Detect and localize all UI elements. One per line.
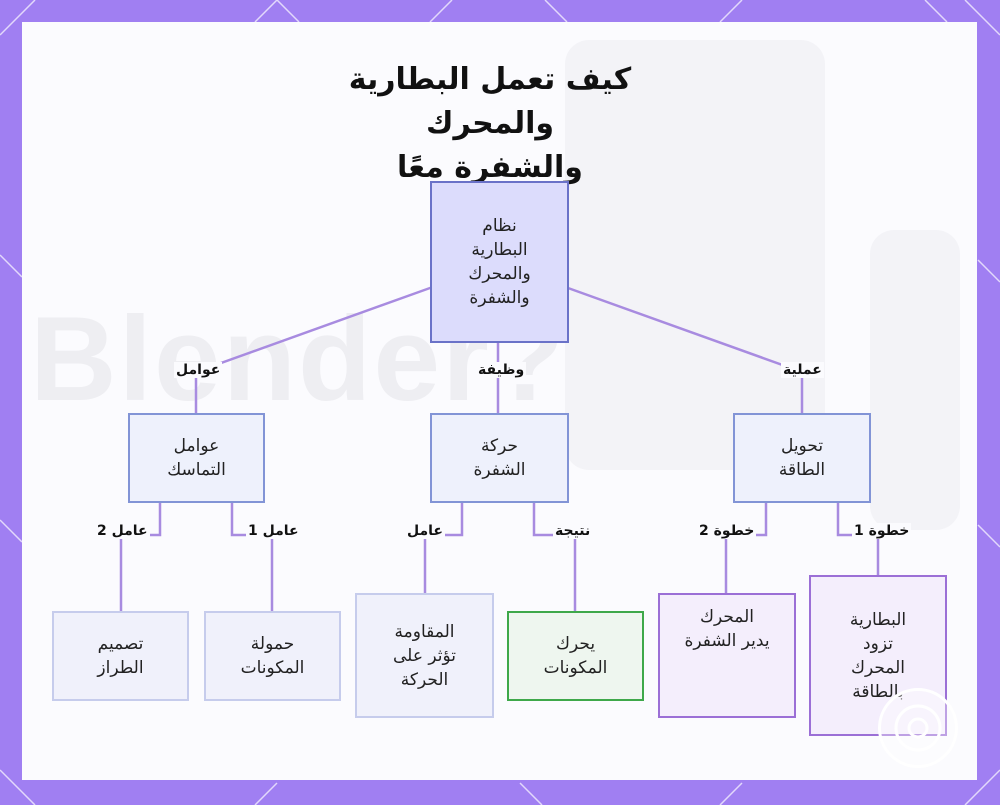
node-text: حمولة [250,634,295,654]
edge-label-step-1: خطوة 1 [852,523,912,539]
edge-label-result: نتيجة [553,523,593,539]
node-energy-conversion: تحويل الطاقة [733,413,871,503]
edge-label-factor-1: عامل 1 [246,523,301,539]
node-battery-powers-motor: البطارية تزود المحرك بالطاقة [809,575,947,736]
brand-logo-icon [878,688,958,768]
node-text: تحويل [780,436,824,456]
edge-root-cohesion [194,286,432,415]
node-style-design: تصميم الطراز [52,611,189,701]
node-text: المحرك [850,657,906,678]
edge-label-step-2: خطوة 2 [697,523,757,539]
node-text: تزود [863,633,893,654]
edge-cohesion-load [230,501,274,613]
node-text: حركة [480,436,519,456]
title-line-1: كيف تعمل البطارية والمحرك [348,62,632,141]
node-text: والشفرة [469,288,530,308]
node-text: نظام [482,216,517,236]
node-text: بالطاقة [852,681,904,702]
node-text: الطراز [97,658,144,678]
edge-cohesion-style [119,501,162,613]
node-text: الحركة [400,669,449,690]
edge-label-function: وظيفة [476,362,527,378]
edge-label-process: عملية [781,362,824,378]
edge-motion-moves [532,501,577,613]
diagram-title: كيف تعمل البطارية والمحرك والشفرة معًا [280,58,700,190]
node-text: البطارية [471,240,528,260]
node-text: والمحرك [468,264,531,284]
logo-glyph-icon [894,704,942,752]
node-text: المكونات [543,658,608,678]
node-cohesion-factors: عوامل التماسك [128,413,265,503]
edge-energy-motor [724,501,768,595]
edge-label-factors: عوامل [174,362,223,378]
node-text: التماسك [167,460,226,480]
watermark-shape [565,40,825,470]
edge-energy-battery [836,501,880,577]
edge-label-factor: عامل [405,523,445,539]
node-text: يحرك [555,634,596,654]
node-resistance: المقاومة تؤثر على الحركة [355,593,494,718]
node-motor-spins-blade: المحرك يدير الشفرة [658,593,796,718]
node-text: الشفرة [473,460,526,480]
node-root-system: نظام البطارية والمحرك والشفرة [430,181,569,343]
node-text: المحرك [699,607,755,627]
node-moves-components: يحرك المكونات [507,611,644,701]
node-blade-motion: حركة الشفرة [430,413,569,503]
edge-root-energy [566,286,804,415]
edge-label-factor-2: عامل 2 [95,523,150,539]
node-text: المكونات [240,658,305,678]
node-text: عوامل [173,436,220,456]
node-text: البطارية [849,609,907,630]
watermark-shape [870,230,960,530]
node-text: تصميم [97,634,144,654]
edge-motion-resistance [423,501,464,595]
node-text: الطاقة [778,460,826,480]
node-text: المقاومة [394,621,455,642]
node-component-load: حمولة المكونات [204,611,341,701]
node-text: يدير الشفرة [684,631,770,651]
node-text: تؤثر على [393,645,456,666]
title-line-2: والشفرة معًا [397,150,583,185]
